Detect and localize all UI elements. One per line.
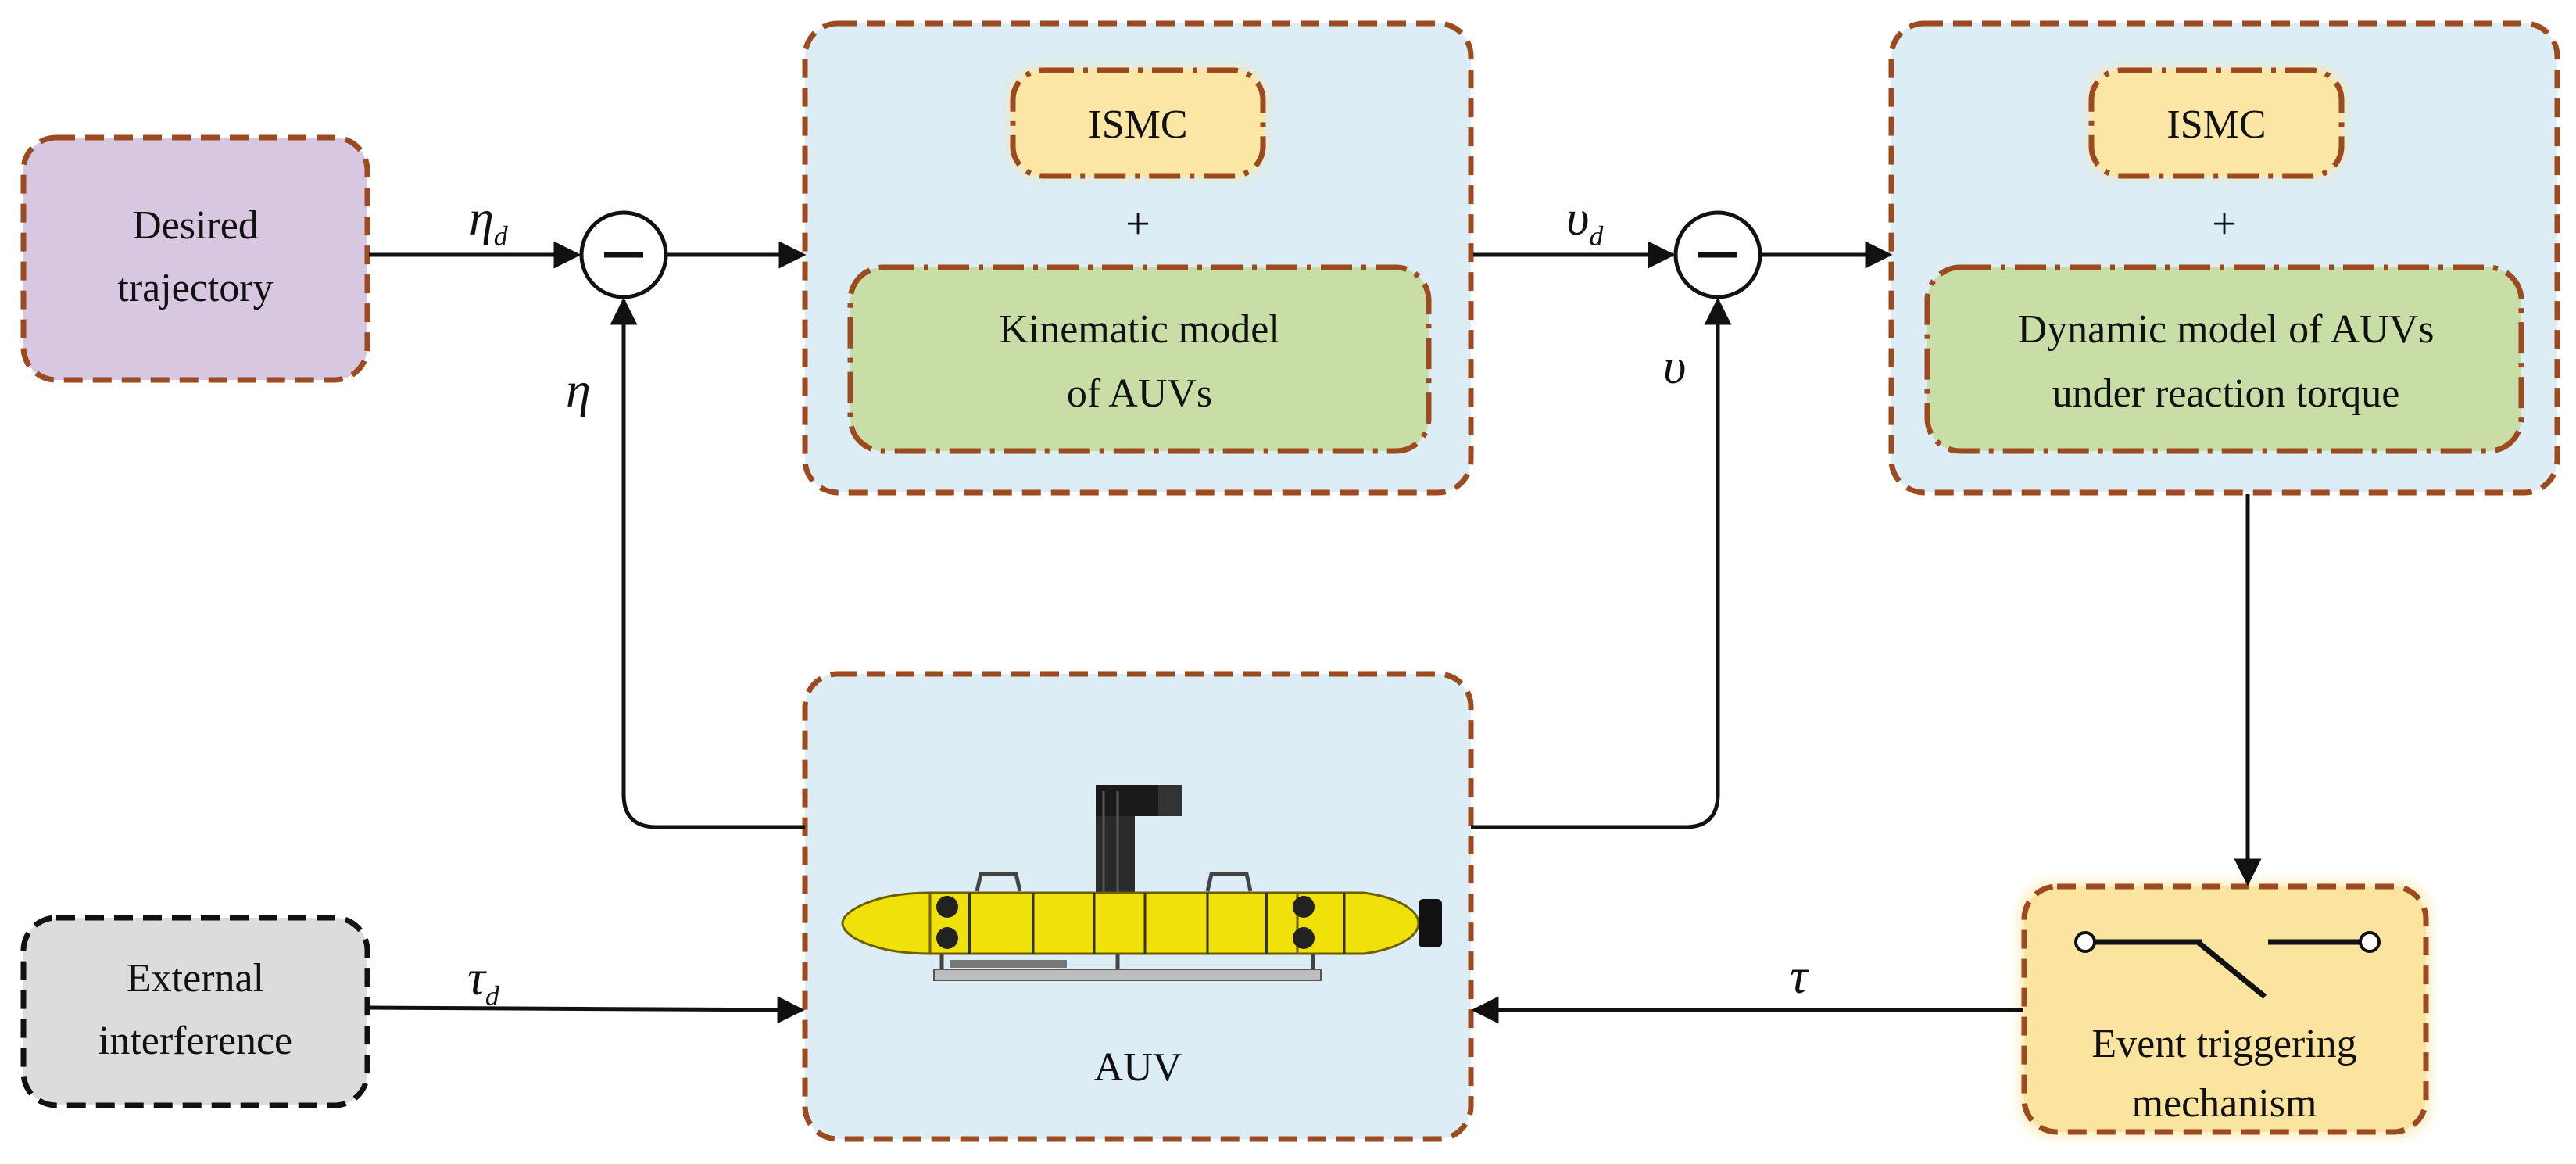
tau-d-label: τd (467, 950, 500, 1012)
dynamic-model-line2: under reaction torque (2052, 371, 2400, 416)
external-interference-line1: External (127, 956, 264, 1001)
kinematic-model-line2: of AUVs (1067, 371, 1212, 416)
kinematic-ismc-label: ISMC (1088, 102, 1187, 147)
summing-junction-1 (579, 210, 668, 299)
kinematic-plus: + (1125, 200, 1150, 249)
eta-d-label: ηd (469, 190, 509, 252)
kinematic-control-block: ISMC + Kinematic model of AUVs (802, 20, 1474, 496)
dynamic-model-box (1924, 264, 2524, 454)
external-interference-block: External interference (20, 915, 370, 1108)
kinematic-ismc-box (1010, 67, 1266, 179)
wire-external-to-auv (368, 996, 805, 1024)
desired-trajectory-block: Desired trajectory (20, 134, 370, 383)
wire-auv-nu-feedback (1471, 297, 1732, 829)
dynamic-model-line1: Dynamic model of AUVs (2018, 307, 2435, 352)
nu-label: υ (1663, 338, 1686, 394)
nu-d-label: υd (1566, 190, 1604, 252)
tau-label: τ (1790, 948, 1809, 1004)
kinematic-model-line1: Kinematic model (999, 307, 1280, 352)
event-triggering-line2: mechanism (2132, 1081, 2317, 1126)
eta-label: η (566, 362, 591, 417)
summing-junction-2 (1673, 210, 1762, 299)
dynamic-control-block: ISMC + Dynamic model of AUVs under react… (1888, 20, 2560, 496)
auv-label: AUV (1094, 1045, 1182, 1090)
desired-trajectory-line2: trajectory (117, 266, 273, 310)
wire-auv-eta-feedback (610, 297, 805, 829)
event-triggering-block: Event triggering mechanism (2018, 880, 2432, 1138)
auv-vehicle-image (841, 785, 1442, 981)
external-interference-line2: interference (98, 1019, 292, 1063)
dynamic-ismc-label: ISMC (2166, 102, 2266, 147)
kinematic-model-box (847, 264, 1432, 454)
event-triggering-line1: Event triggering (2091, 1022, 2356, 1066)
dynamic-plus: + (2212, 200, 2237, 249)
signal-wires (368, 241, 2262, 1024)
desired-trajectory-line1: Desired (132, 203, 259, 248)
switch-icon (2074, 931, 2381, 999)
auv-plant-block: AUV (802, 671, 1474, 1142)
dynamic-ismc-box (2088, 67, 2345, 179)
